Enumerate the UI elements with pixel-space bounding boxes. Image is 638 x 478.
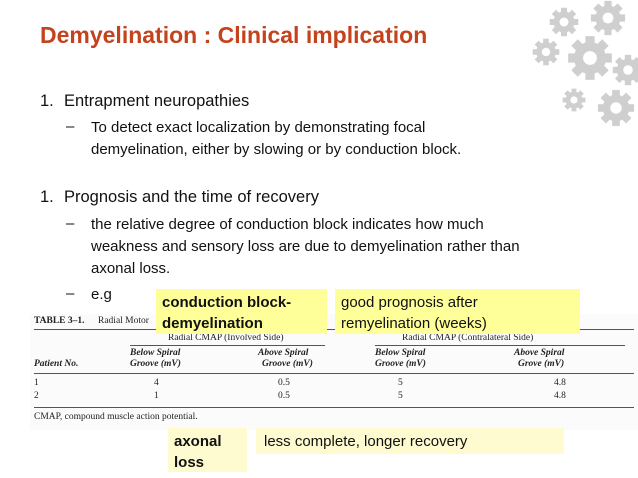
bullet-line: axonal loss. xyxy=(91,260,171,277)
row-1-below-contra: 5 xyxy=(398,378,403,388)
col-above-contra-line-2: Grove (mV) xyxy=(518,359,565,369)
gears-icon xyxy=(532,0,638,127)
annotation-line: axonal xyxy=(174,433,222,450)
table-caption-text: Radial Motor xyxy=(98,316,149,326)
col-below-contra-line-1: Below Spiral xyxy=(375,348,426,358)
annotation-conduction-block: conduction block- demyelination xyxy=(156,289,327,334)
col-above-involved-line-1: Above Spiral xyxy=(258,348,309,358)
section-2-text: Prognosis and the time of recovery xyxy=(64,188,319,206)
annotation-less-complete: less complete, longer recovery xyxy=(256,428,564,454)
group-header-involved: Radial CMAP (Involved Side) xyxy=(168,333,284,343)
row-2-above-involved: 0.5 xyxy=(278,391,290,401)
bullet-line: demyelination, either by slowing or by c… xyxy=(91,141,462,158)
table-caption-label: TABLE 3–1. xyxy=(34,316,85,326)
annotation-axonal-loss: axonal loss xyxy=(168,428,247,472)
bullet-line: To detect exact localization by demonstr… xyxy=(91,119,426,136)
row-1-patient: 1 xyxy=(34,378,39,388)
row-1-above-contra: 4.8 xyxy=(554,378,566,388)
section-2-bullet-dash: – xyxy=(66,215,75,232)
section-2-bullet-2-text: e.g xyxy=(91,286,112,303)
table-rule xyxy=(130,345,325,346)
table-footnote: CMAP, compound muscle action potential. xyxy=(34,412,198,422)
row-2-patient: 2 xyxy=(34,391,39,401)
row-1-below-involved: 4 xyxy=(154,378,159,388)
annotation-line: remyelination (weeks) xyxy=(341,315,487,332)
col-patient-header: Patient No. xyxy=(34,359,79,369)
col-below-involved-line-1: Below Spiral xyxy=(130,348,181,358)
col-below-involved-line-2: Groove (mV) xyxy=(130,359,181,369)
section-1-bullet-text: To detect exact localization by demonstr… xyxy=(91,117,461,161)
annotation-line: conduction block- xyxy=(162,294,292,311)
annotation-line: demyelination xyxy=(162,315,263,332)
annotation-line: good prognosis after xyxy=(341,294,478,311)
annotation-good-prognosis: good prognosis after remyelination (week… xyxy=(335,289,580,334)
table-rule xyxy=(34,407,634,408)
table-rule xyxy=(34,373,634,374)
slide-title: Demyelination : Clinical implication xyxy=(40,22,428,48)
section-1-number: 1. xyxy=(40,92,54,110)
col-above-involved-line-2: Groove (mV) xyxy=(262,359,313,369)
col-above-contra-line-1: Above Spiral xyxy=(514,348,565,358)
group-header-contralateral: Radial CMAP (Contralateral Side) xyxy=(402,333,534,343)
table-rule xyxy=(375,345,625,346)
row-2-below-involved: 1 xyxy=(154,391,159,401)
col-below-contra-line-2: Groove (mV) xyxy=(375,359,426,369)
row-2-above-contra: 4.8 xyxy=(554,391,566,401)
annotation-line: loss xyxy=(174,454,205,471)
section-2-bullet-text: the relative degree of conduction block … xyxy=(91,214,520,280)
table-rule xyxy=(34,329,634,330)
bullet-line: weakness and sensory loss are due to dem… xyxy=(91,238,520,255)
section-1-text: Entrapment neuropathies xyxy=(64,92,250,110)
bullet-line: the relative degree of conduction block … xyxy=(91,216,484,233)
section-2-number: 1. xyxy=(40,188,54,206)
section-1-bullet-dash: – xyxy=(66,118,75,135)
row-2-below-contra: 5 xyxy=(398,391,403,401)
section-2-bullet-2-dash: – xyxy=(66,285,75,302)
row-1-above-involved: 0.5 xyxy=(278,378,290,388)
